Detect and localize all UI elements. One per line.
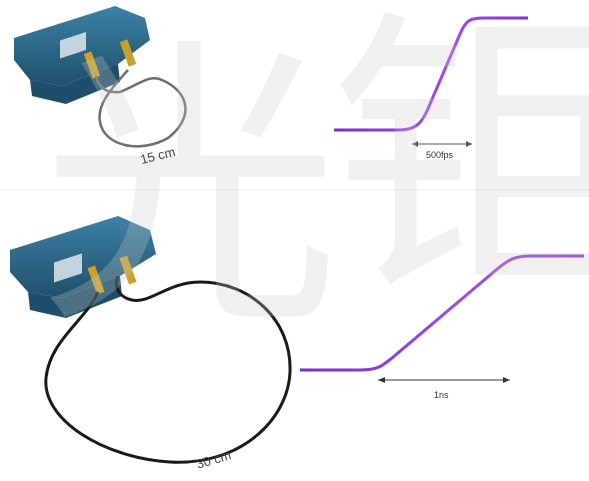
device-top-label-panel [60,32,86,59]
waveform-bottom [300,254,584,383]
cable-top [94,69,187,148]
waveform-bottom-trace [300,254,584,372]
device-bottom-connector-right [119,255,137,285]
span-label-top: 500fps [426,150,454,160]
device-bottom-label-panel [54,253,82,283]
span-arrow-bottom-left-head [378,377,385,383]
device-top [14,6,150,104]
device-top-connector-right [119,39,137,67]
span-arrow-bottom-right-head [503,377,510,383]
device-top-connector-left [83,51,101,79]
waveform-top-trace [334,16,528,132]
device-bottom [10,216,156,318]
device-bottom-connector-left [87,265,105,295]
waveform-top [334,16,528,147]
device-bottom-body [10,216,156,298]
span-arrow-top-left-head [412,141,418,147]
span-label-bottom: 1ns [434,390,449,400]
cable-bottom [44,275,292,464]
span-arrow-top-right-head [466,141,472,147]
